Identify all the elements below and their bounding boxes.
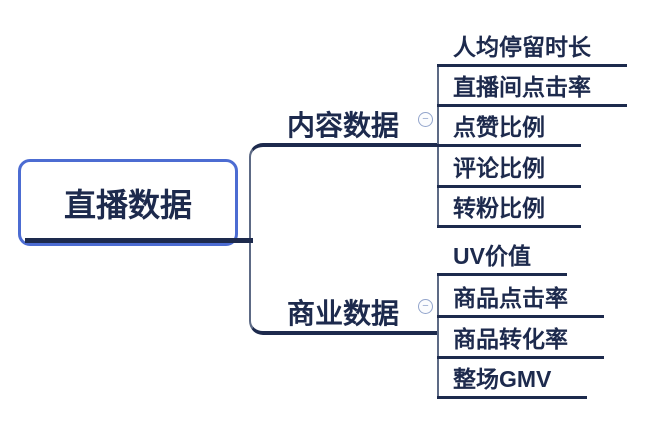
root-topic-label: 直播数据 bbox=[63, 186, 192, 223]
branch-business-label: 商业数据 bbox=[286, 298, 399, 329]
collapse-toggle-icon[interactable]: − bbox=[418, 299, 433, 314]
branch-topic-business-data[interactable]: 商业数据 bbox=[249, 293, 437, 331]
child-topic[interactable]: 整场GMV bbox=[437, 365, 588, 399]
child-topic[interactable]: 评论比例 bbox=[437, 154, 581, 188]
collapse-toggle-icon[interactable]: − bbox=[418, 112, 433, 127]
branch-topic-content-data[interactable]: 内容数据 bbox=[249, 105, 437, 143]
branch-content-label: 内容数据 bbox=[286, 110, 399, 141]
child-topic[interactable]: 点赞比例 bbox=[437, 113, 581, 147]
child-topic[interactable]: 直播间点击率 bbox=[437, 73, 627, 107]
child-topic[interactable]: UV价值 bbox=[437, 242, 567, 276]
child-topic[interactable]: 人均停留时长 bbox=[437, 33, 627, 67]
root-topic[interactable]: 直播数据 bbox=[18, 159, 238, 246]
child-topic[interactable]: 转粉比例 bbox=[437, 194, 581, 228]
child-topic[interactable]: 商品转化率 bbox=[437, 325, 604, 359]
root-underline-connector bbox=[25, 238, 253, 243]
business-children-connector bbox=[437, 273, 439, 399]
child-topic[interactable]: 商品点击率 bbox=[437, 284, 604, 318]
